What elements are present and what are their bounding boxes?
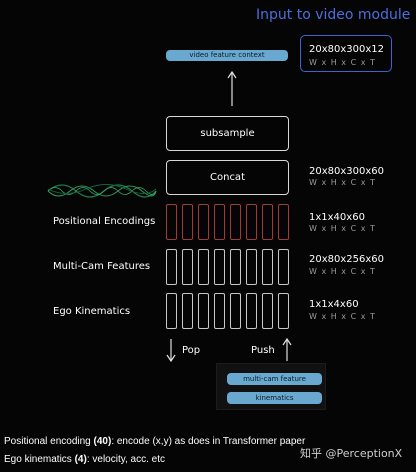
kinematics-cell	[278, 293, 289, 329]
kinematics-cell	[182, 293, 193, 329]
positional-cell	[278, 204, 289, 240]
ego-dims-axes: W x H x C x T	[309, 312, 376, 321]
positional-cell	[246, 204, 257, 240]
push-label: Push	[251, 345, 275, 356]
zhihu-watermark: 知乎 @PerceptionX	[300, 447, 403, 460]
positional-dims-axes: W x H x C x T	[309, 224, 376, 233]
feature-cell	[182, 249, 193, 285]
subsample-box: subsample	[166, 116, 289, 151]
positional-cell	[182, 204, 193, 240]
concat-box: Concat	[166, 160, 289, 195]
row-label-positional-encodings: Positional Encodings	[53, 216, 156, 227]
multi-cam-feature-pill: multi-cam feature	[227, 373, 322, 385]
feature-cell	[262, 249, 273, 285]
multi-cam-dims-value: 20x80x256x60	[309, 254, 385, 265]
ego-dims-value: 1x1x4x60	[309, 299, 359, 310]
ego-kinematics-cells	[166, 293, 290, 329]
slide-title: Input to video module	[256, 7, 411, 23]
positional-cell	[230, 204, 241, 240]
feature-cell	[198, 249, 209, 285]
concat-dims-axes: W x H x C x T	[309, 178, 376, 187]
sinusoid-waves-icon	[47, 184, 157, 198]
kinematics-cell	[230, 293, 241, 329]
caption-line-1: Positional encoding (40): encode (x,y) a…	[4, 436, 306, 447]
feature-cell	[230, 249, 241, 285]
kinematics-cell	[214, 293, 225, 329]
output-dims-highlight	[300, 35, 392, 72]
concat-dims-value: 20x80x300x60	[309, 166, 385, 177]
up-arrow-to-context	[227, 70, 237, 106]
positional-cell	[198, 204, 209, 240]
positional-cell	[262, 204, 273, 240]
output-dims-axes: W x H x C x T	[309, 58, 376, 67]
video-feature-context-pill: video feature context	[166, 50, 288, 61]
positional-encoding-cells	[166, 204, 290, 240]
positional-cell	[166, 204, 177, 240]
feature-cell	[166, 249, 177, 285]
kinematics-cell	[198, 293, 209, 329]
multi-cam-feature-cells	[166, 249, 290, 285]
row-label-multi-cam-features: Multi-Cam Features	[53, 261, 151, 272]
caption-line-2: Ego kinematics (4): velocity, acc. etc	[4, 454, 166, 465]
feature-cell	[278, 249, 289, 285]
feature-cell	[246, 249, 257, 285]
pop-down-arrow-icon	[166, 339, 176, 363]
output-dims-value: 20x80x300x12	[309, 44, 385, 55]
positional-cell	[214, 204, 225, 240]
multi-cam-dims-axes: W x H x C x T	[309, 267, 376, 276]
row-label-ego-kinematics: Ego Kinematics	[53, 306, 131, 317]
kinematics-cell	[246, 293, 257, 329]
kinematics-cell	[262, 293, 273, 329]
push-up-arrow-icon	[282, 337, 292, 361]
kinematics-cell	[166, 293, 177, 329]
kinematics-pill: kinematics	[227, 392, 322, 404]
pop-label: Pop	[182, 345, 201, 356]
feature-cell	[214, 249, 225, 285]
positional-dims-value: 1x1x40x60	[309, 212, 365, 223]
